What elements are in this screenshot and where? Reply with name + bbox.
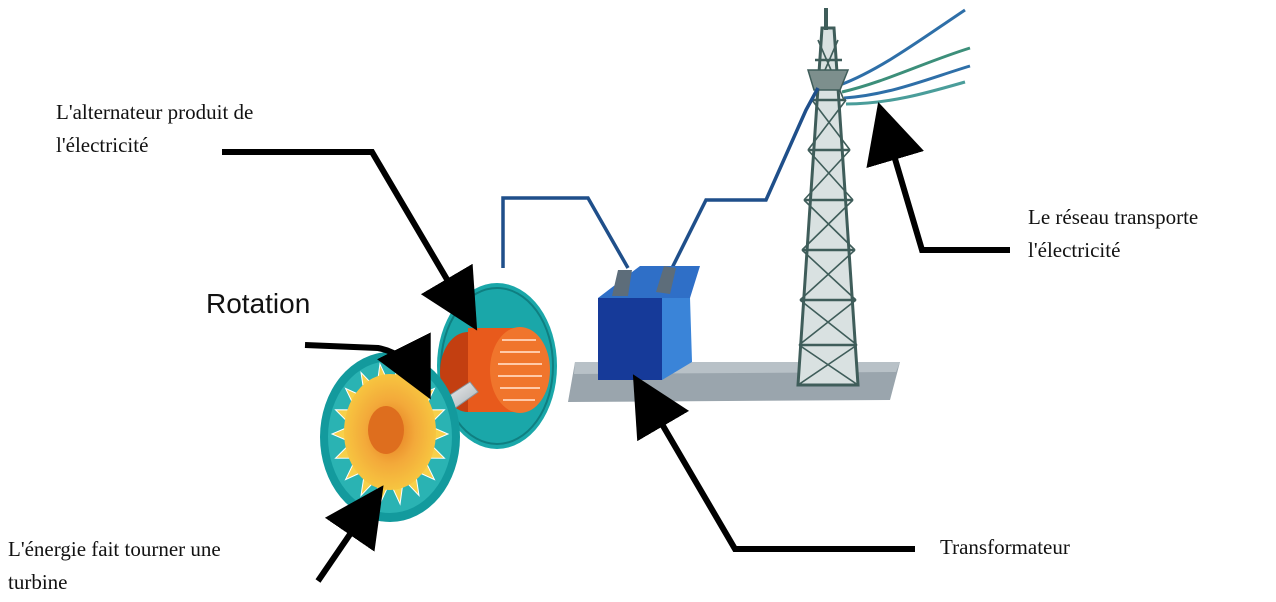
label-energie-line2: turbine <box>8 570 68 594</box>
arrow-energie <box>315 485 384 583</box>
label-transformateur: Transformateur <box>940 535 1070 559</box>
label-alternateur-line1: L'alternateur produit de <box>56 100 254 124</box>
label-rotation: Rotation <box>206 288 311 319</box>
label-reseau-line1: Le réseau transporte <box>1028 205 1199 229</box>
label-reseau-line2: l'électricité <box>1028 238 1121 262</box>
label-reseau: Le réseau transporte l'électricité <box>1028 201 1198 267</box>
arrow-alternateur <box>222 149 478 331</box>
label-energie: L'énergie fait tourner une turbine <box>8 533 221 599</box>
label-energie-line1: L'énergie fait tourner une <box>8 537 221 561</box>
arrow-reseau <box>866 101 1010 253</box>
label-alternateur: L'alternateur produit de l'électricité <box>56 96 253 162</box>
label-alternateur-line2: l'électricité <box>56 133 149 157</box>
transformer <box>598 266 700 380</box>
arrow-transformateur <box>632 374 915 552</box>
power-lines <box>839 8 971 106</box>
arrow-rotation <box>304 332 431 400</box>
pylon-tower <box>796 8 860 387</box>
transformer-wires <box>501 87 820 269</box>
